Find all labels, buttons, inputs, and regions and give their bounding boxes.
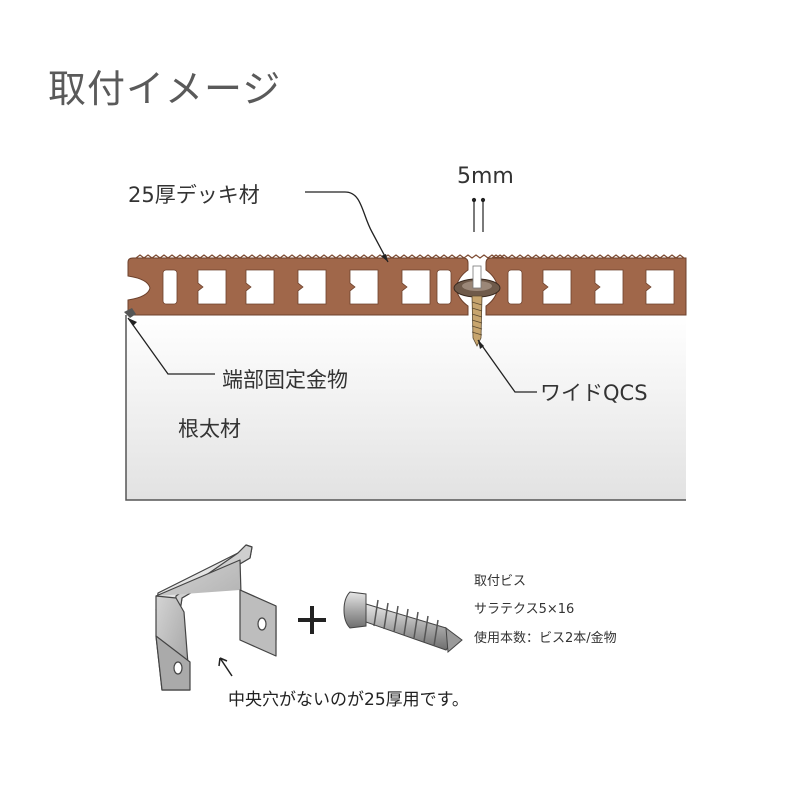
end-clip-section xyxy=(124,308,136,318)
wide-qcs-clip xyxy=(453,265,501,347)
end-clip-label: 端部固定金物 xyxy=(222,368,348,392)
page-title: 取付イメージ xyxy=(48,67,282,111)
gap-label: 5mm xyxy=(457,164,514,189)
bracket-illustration xyxy=(155,544,277,691)
screw-spec-title: 取付ビス xyxy=(474,574,527,589)
screw-spec-model: サラテクス5×16 xyxy=(474,602,575,617)
deck-board-right xyxy=(485,254,687,316)
screw-icon xyxy=(343,591,463,654)
wide-qcs-label: ワイドQCS xyxy=(540,381,648,405)
plus-sign xyxy=(298,606,326,634)
screw-spec-usage: 使用本数：ビス2本/金物 xyxy=(474,631,617,646)
leader-lines xyxy=(127,191,537,393)
gap-indicator xyxy=(471,197,486,232)
joist-label: 根太材 xyxy=(178,417,241,441)
bracket-note: 中央穴がないのが25厚用です。 xyxy=(228,690,469,710)
leader-arrowheads xyxy=(128,254,484,349)
note-arrow xyxy=(218,657,233,677)
deck-label: 25厚デッキ材 xyxy=(128,183,260,207)
joist xyxy=(125,315,686,501)
deck-board-left xyxy=(127,254,505,316)
